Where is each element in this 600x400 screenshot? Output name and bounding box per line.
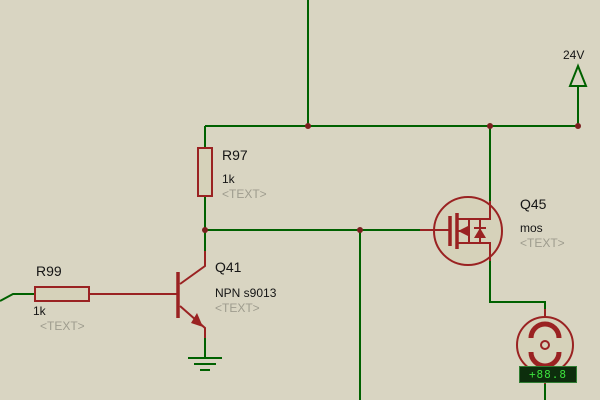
ground-terminal[interactable] xyxy=(188,357,222,371)
wire-source-to-motor[interactable] xyxy=(489,261,546,309)
motor-stator-top-icon xyxy=(528,321,562,339)
transistor-q41[interactable] xyxy=(176,251,206,338)
r97-value-label: 1k xyxy=(222,172,235,186)
q41-text-placeholder: <TEXT> xyxy=(215,301,260,315)
q41-value-label: NPN s9013 xyxy=(215,286,277,300)
mosfet-q45[interactable] xyxy=(420,196,503,266)
junction-dot xyxy=(487,123,493,129)
resistor-r97[interactable] xyxy=(197,147,213,197)
power-arrow-icon xyxy=(568,63,588,87)
q45-value-label: mos xyxy=(520,221,543,235)
q45-body-diode-icon xyxy=(474,228,486,238)
motor-shaft-icon xyxy=(540,340,550,350)
wires[interactable] xyxy=(0,0,579,400)
q45-text-placeholder: <TEXT> xyxy=(520,236,565,250)
q41-collector[interactable] xyxy=(179,251,206,285)
motor-stator-bottom-icon xyxy=(528,351,562,369)
r99-value-label: 1k xyxy=(33,304,46,318)
q45-arrow-icon xyxy=(458,226,468,236)
resistor-r99[interactable] xyxy=(34,286,177,302)
q41-ref-label: Q41 xyxy=(215,259,242,275)
wire-r99-left[interactable] xyxy=(0,293,35,302)
q41-emitter[interactable] xyxy=(179,305,206,338)
q45-drain-source-pins[interactable] xyxy=(469,201,491,261)
junction-dot xyxy=(202,227,208,233)
q45-ref-label: Q45 xyxy=(520,196,547,212)
junction-dots xyxy=(202,123,581,233)
r97-text-placeholder: <TEXT> xyxy=(222,187,267,201)
r99-text-placeholder: <TEXT> xyxy=(40,319,85,333)
r99-ref-label: R99 xyxy=(36,263,62,279)
power-label-24v: 24V xyxy=(563,48,585,62)
junction-dot xyxy=(575,123,581,129)
motor-rpm-display: +88.8 xyxy=(519,366,577,383)
q41-emitter-arrow-icon xyxy=(191,313,203,327)
junction-dot xyxy=(305,123,311,129)
power-terminal-24v[interactable] xyxy=(568,63,588,87)
r97-ref-label: R97 xyxy=(222,147,248,163)
junction-dot xyxy=(357,227,363,233)
